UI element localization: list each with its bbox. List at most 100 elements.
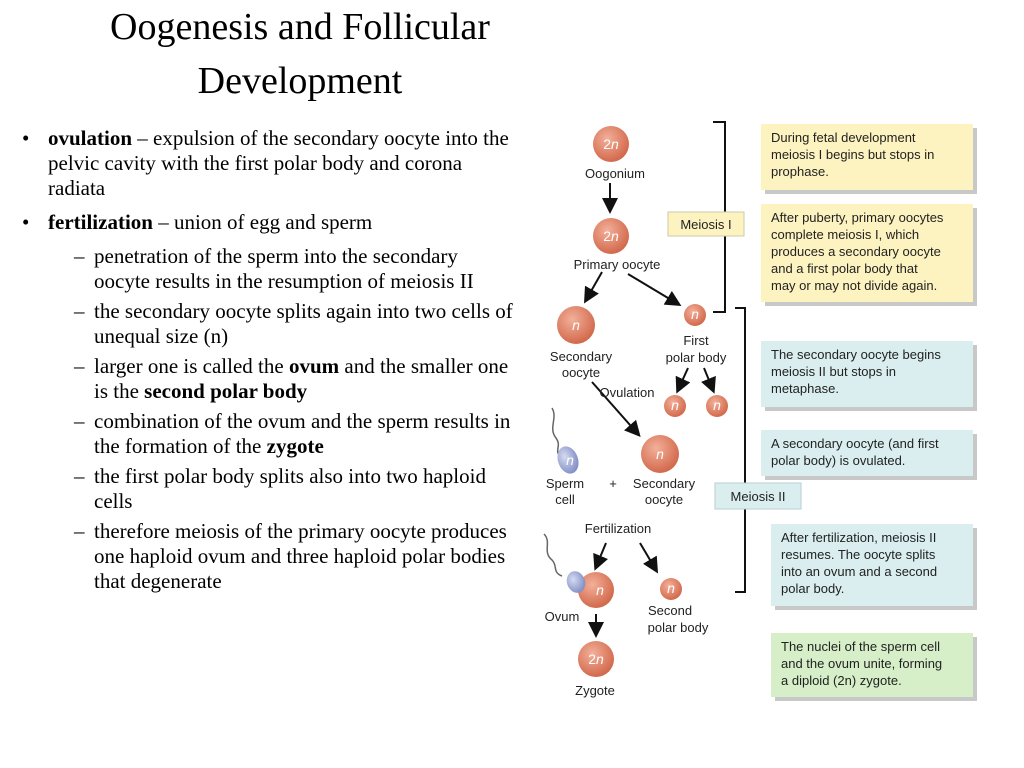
info-box-line: After puberty, primary oocytes [771,210,944,225]
info-box-line: a diploid (2n) zygote. [781,673,902,688]
title-line-2: Development [197,60,403,102]
primary-oocyte-label: Primary oocyte [574,257,661,272]
info-box: After puberty, primary oocytes complete m… [761,204,977,306]
info-box: The nuclei of the sperm cell and the ovum… [771,633,977,701]
first-polar-body-ploidy: n [691,306,699,322]
meiosis2-bracket [735,307,746,593]
info-box: After fertilization, meiosis IIresumes. … [771,524,977,610]
ovulation-label: Ovulation [600,385,655,400]
second-polar-body-label-2: polar body [648,620,709,635]
sperm-ploidy: n [566,452,574,468]
cell-primary-oocyte [593,218,629,254]
arrow-primary-firstpolar [627,273,682,307]
zygote-ploidy: 2n [588,651,604,667]
sub-bullet-text: larger one is called the [94,354,289,378]
arrow-fert-ovum [593,542,608,571]
bullet-list: • ovulation – expulsion of the secondary … [18,126,518,599]
sperm-cell-label-1: Sperm [546,476,584,491]
arrow-firstpolar-split2 [701,367,716,394]
page-title: Oogenesis and Follicular Development [20,0,580,108]
cell-polar-split-2 [706,395,728,417]
meiosis1-tag: Meiosis I [667,211,745,237]
sub-bullet-item: –combination of the ovum and the sperm r… [18,409,518,459]
info-box: The secondary oocyte begins meiosis II bu… [761,341,977,411]
info-box-line: polar body) is ovulated. [771,453,905,468]
bold-term: zygote [266,434,324,458]
bullet-term: fertilization [48,210,153,234]
sub-bullet-item: –the secondary oocyte splits again into … [18,299,518,349]
sub-bullet-item: –therefore meiosis of the primary oocyte… [18,519,518,594]
arrow-primary-secondary [584,271,603,304]
second-polar-body-label-1: Second [648,603,692,618]
polar-split-2-ploidy: n [713,397,721,413]
sub-bullet-marker: – [74,354,85,378]
secondary-oocyte-2-label-1: Secondary [633,476,696,491]
oogonium-ploidy: 2n [603,136,619,152]
ovum-ploidy: n [596,582,604,598]
ovum-label: Ovum [545,609,580,624]
meiosis1-label: Meiosis I [680,217,731,232]
bullet-marker: • [22,126,30,150]
bullet-text: – expulsion of the secondary oocyte into… [48,126,509,200]
info-box-line: The secondary oocyte begins [771,347,941,362]
bullet-marker: • [22,210,30,234]
title-line-1: Oogenesis and Follicular [110,6,490,48]
cells [557,126,728,677]
cell-secondary-oocyte-2 [641,435,679,473]
info-box-line: complete meiosis I, which [771,227,919,242]
secondary-oocyte-label-1: Secondary [550,349,613,364]
sub-bullet-text: the first polar body splits also into tw… [94,464,486,513]
sub-bullet-item: –penetration of the sperm into the secon… [18,244,518,294]
meiosis2-label: Meiosis II [731,489,786,504]
sub-bullet-marker: – [74,299,85,323]
sub-bullet-item: –the first polar body splits also into t… [18,464,518,514]
secondary-oocyte-label-2: oocyte [562,365,600,380]
info-box-line: meiosis I begins but stops in [771,147,934,162]
arrow-ovulation [591,381,641,437]
cell-oogonium [593,126,629,162]
fertilization-label: Fertilization [585,521,651,536]
bullet-item: • ovulation – expulsion of the secondary … [18,126,518,201]
plus-sign: + [609,476,617,491]
arrows [584,183,716,638]
info-box-line: The nuclei of the sperm cell [781,639,940,654]
meiosis2-tag: Meiosis II [714,482,802,510]
info-box-line: may or may not divide again. [771,278,937,293]
bullet-text: – union of egg and sperm [152,210,373,234]
info-box-line: and the ovum unite, forming [781,656,942,671]
sub-bullet-text: therefore meiosis of the primary oocyte … [94,519,507,593]
info-box-line: produces a secondary oocyte [771,244,941,259]
info-box-line: into an ovum and a second [781,564,937,579]
info-box-line: and a first polar body that [771,261,918,276]
sub-bullet-marker: – [74,464,85,488]
cell-zygote [578,641,614,677]
secondary-oocyte-2-label-2: oocyte [645,492,683,507]
sub-bullet-text: combination of the ovum and the sperm re… [94,409,511,458]
sperm-cell-2 [543,533,586,593]
sub-bullet-text: the secondary oocyte splits again into t… [94,299,513,348]
sub-bullet-marker: – [74,519,85,543]
polar-split-1-ploidy: n [671,397,679,413]
info-box-line: metaphase. [771,381,839,396]
oogonium-label: Oogonium [585,166,645,181]
bullet-item: • fertilization – union of egg and sperm [18,210,518,235]
zygote-label: Zygote [575,683,615,698]
second-polar-body-ploidy: n [667,580,675,596]
cell-ovum [578,572,614,608]
first-polar-body-label-2: polar body [666,350,727,365]
sub-bullet-item: –larger one is called the ovum and the s… [18,354,518,404]
info-box-line: resumes. The oocyte splits [781,547,936,562]
cell-second-polar-body [660,578,682,600]
info-box-line: meiosis II but stops in [771,364,896,379]
cell-first-polar-body [684,304,706,326]
sperm-cell-1 [551,407,579,474]
info-box-line: prophase. [771,164,829,179]
secondary-oocyte-2-ploidy: n [656,446,664,462]
bullet-term: ovulation [48,126,133,150]
